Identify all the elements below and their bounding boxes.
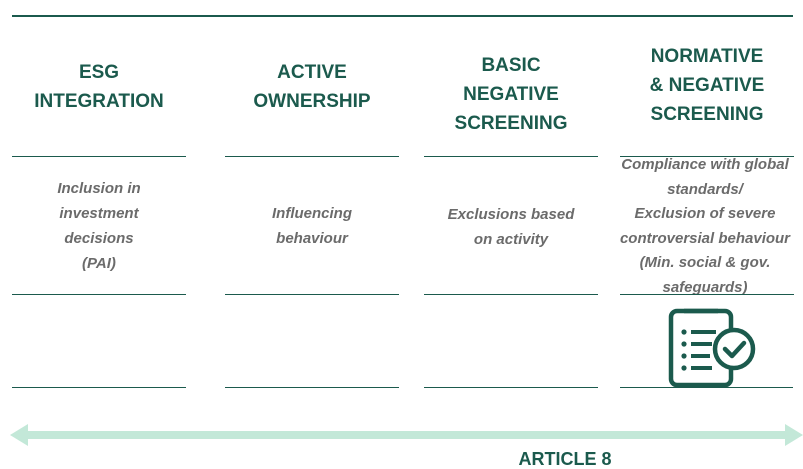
column-title: ESG INTEGRATION (34, 62, 164, 112)
column-title: NORMATIVE & NEGATIVE SCREENING (649, 46, 765, 125)
column-basic-negative-screening: BASIC NEGATIVE SCREENING Exclusions base… (424, 0, 598, 467)
column-active-ownership: ACTIVE OWNERSHIP Influencing behaviour (225, 0, 399, 467)
column-divider (620, 294, 794, 295)
column-divider (620, 156, 794, 157)
double-arrow-icon (10, 424, 803, 446)
column-divider (424, 156, 598, 157)
column-divider (424, 387, 598, 388)
column-divider (225, 156, 399, 157)
compliance-document-check-icon (668, 308, 756, 388)
column-title: BASIC NEGATIVE SCREENING (454, 55, 568, 134)
column-esg-integration: ESG INTEGRATION Inclusion in investment … (12, 0, 186, 467)
column-divider (225, 294, 399, 295)
column-divider (620, 387, 793, 388)
column-divider (12, 387, 186, 388)
top-divider (12, 15, 793, 17)
article-8-label: ARTICLE 8 (518, 449, 612, 469)
column-description: Influencing behaviour (272, 205, 352, 247)
column-title: ACTIVE OWNERSHIP (253, 62, 371, 112)
column-divider (12, 294, 186, 295)
column-description: Inclusion in investment decisions (PAI) (57, 180, 141, 272)
column-divider (225, 387, 399, 388)
column-description: Exclusions based on activity (447, 206, 575, 248)
column-description: Compliance with global standards/ Exclus… (619, 156, 791, 296)
column-divider (12, 156, 186, 157)
column-divider (424, 294, 598, 295)
column-normative-negative-screening: NORMATIVE & NEGATIVE SCREENING Complianc… (620, 0, 794, 467)
